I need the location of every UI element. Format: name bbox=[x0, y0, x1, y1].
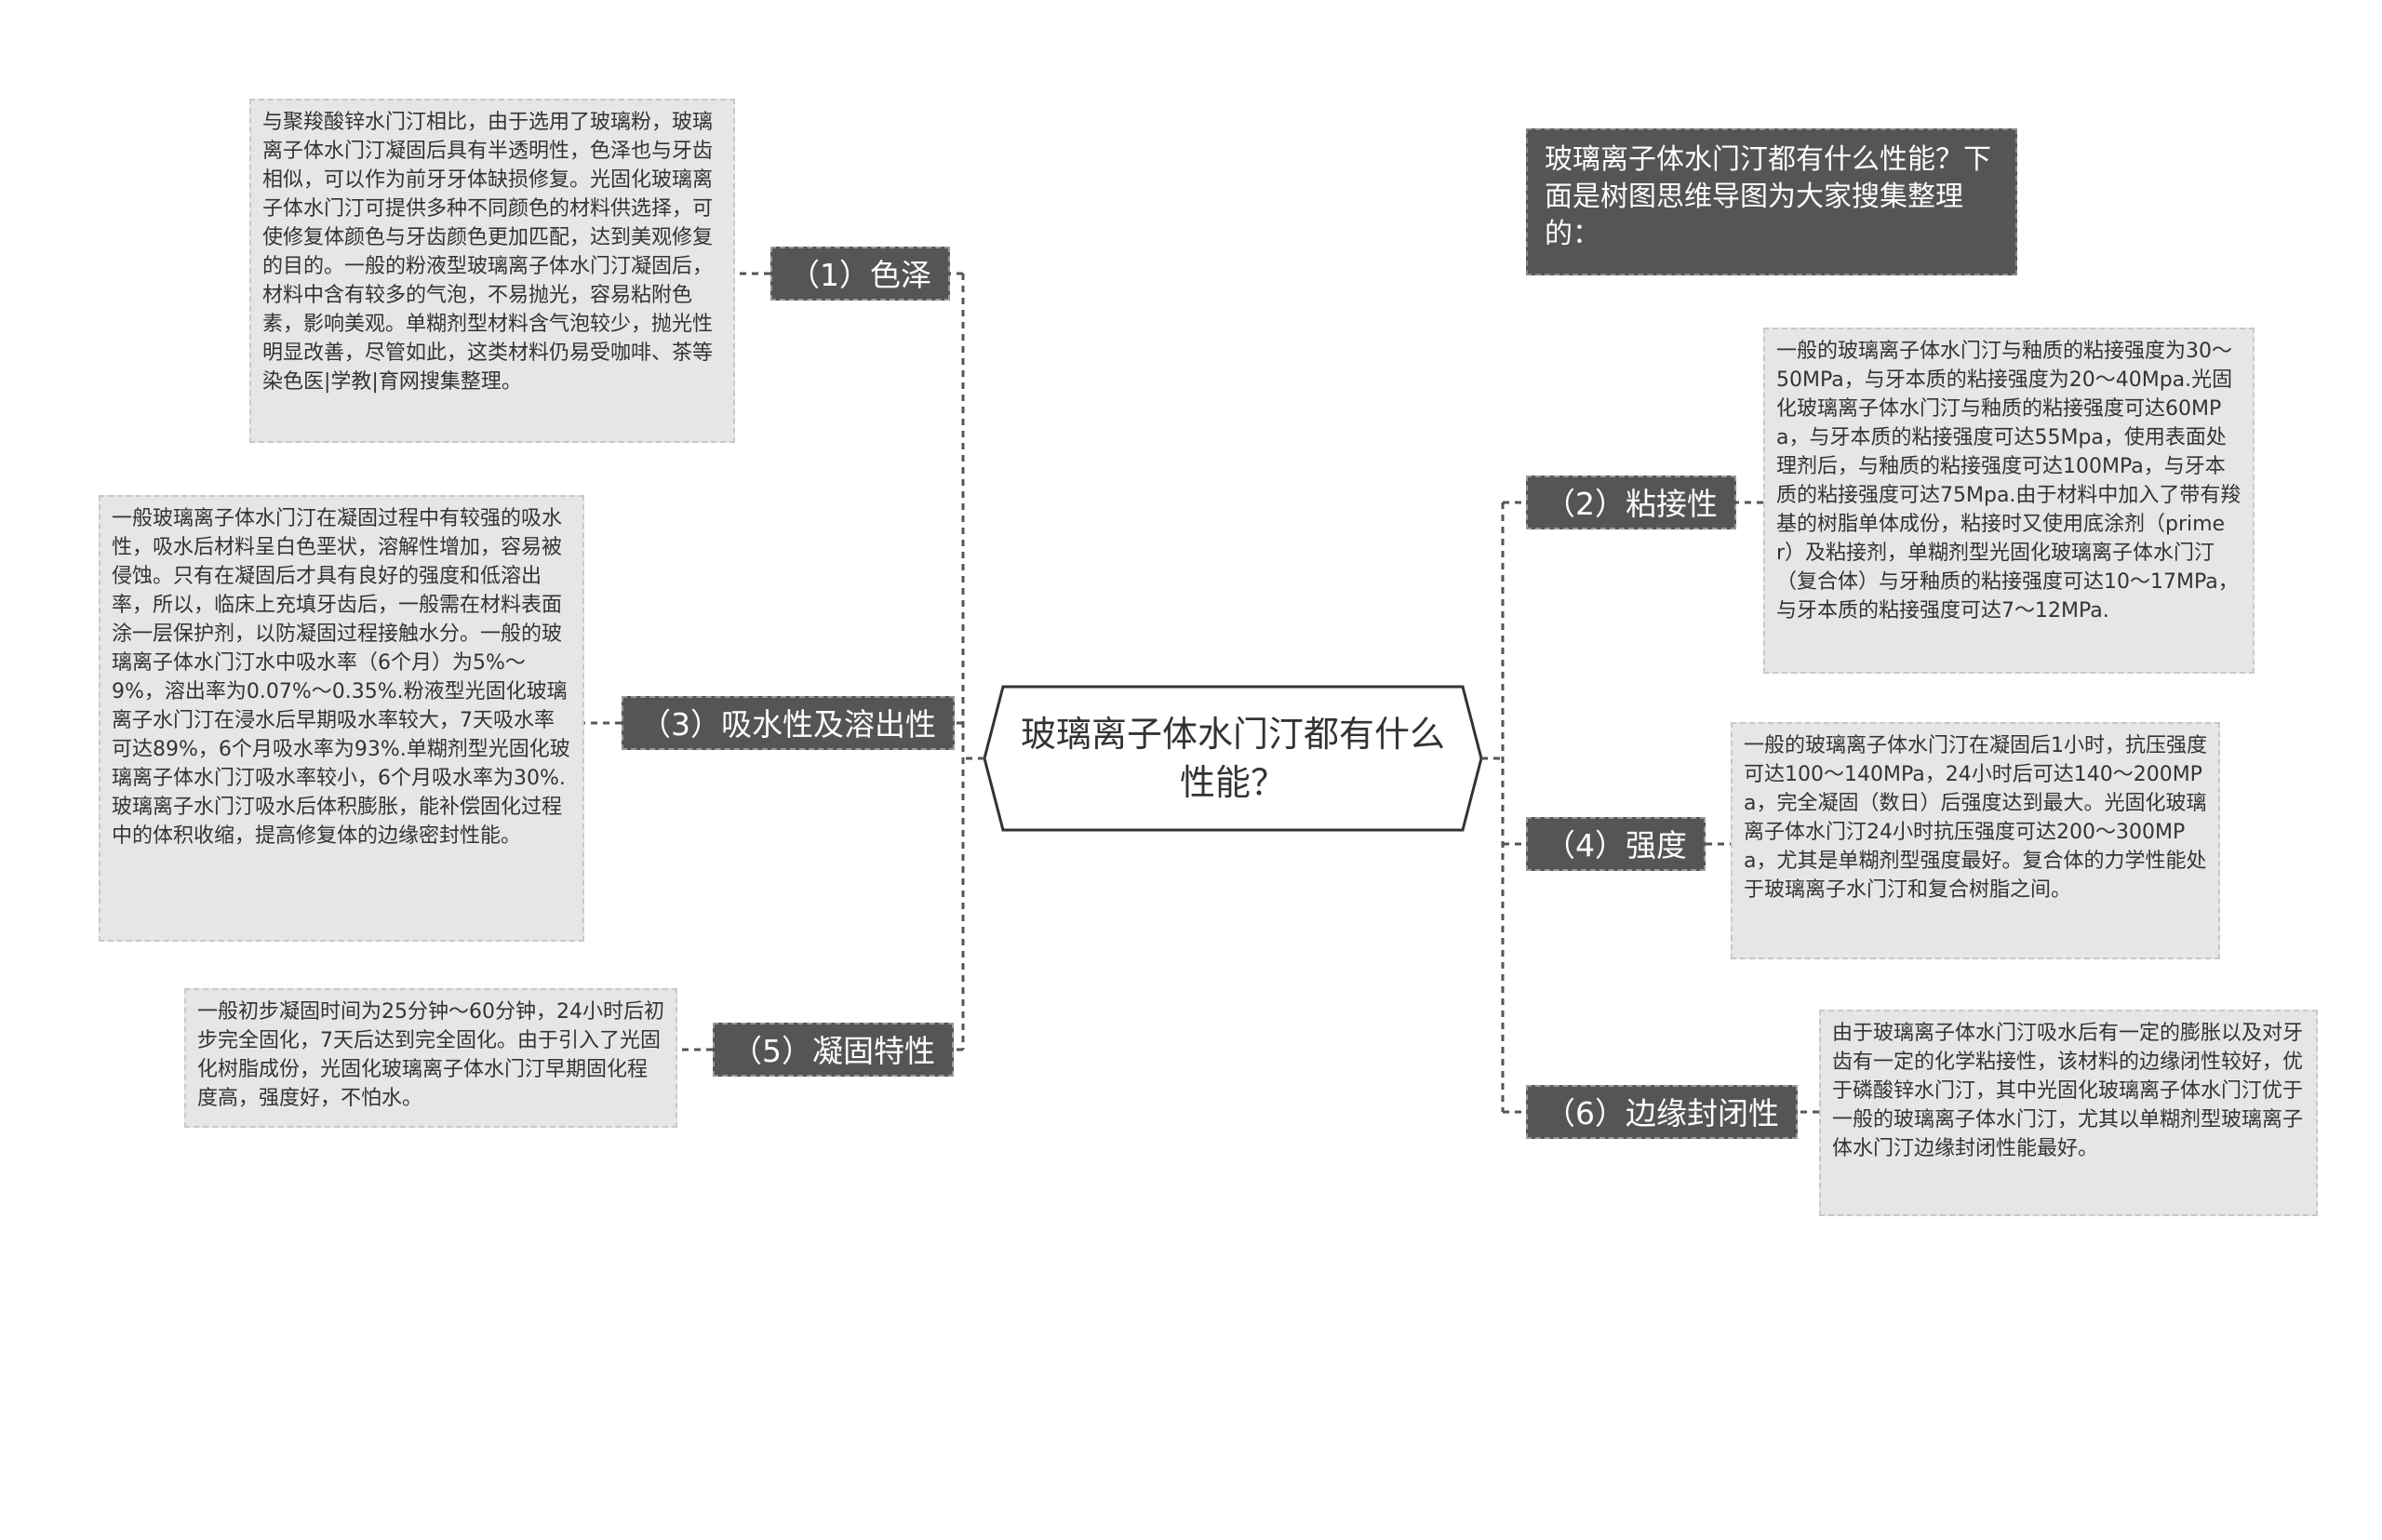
leaf-edge-sealing-detail: 由于玻璃离子体水门汀吸水后有一定的膨胀以及对牙齿有一定的化学粘接性，该材料的边缘… bbox=[1819, 1010, 2318, 1216]
branch-edge-sealing[interactable]: （6）边缘封闭性 bbox=[1526, 1085, 1798, 1139]
leaf-water-absorption-detail: 一般玻璃离子体水门汀在凝固过程中有较强的吸水性，吸水后材料呈白色垩状，溶解性增加… bbox=[99, 495, 584, 942]
branch-water-absorption[interactable]: （3）吸水性及溶出性 bbox=[622, 696, 955, 750]
leaf-color-detail: 与聚羧酸锌水门汀相比，由于选用了玻璃粉，玻璃离子体水门汀凝固后具有半透明性，色泽… bbox=[249, 99, 735, 443]
left-trunk bbox=[961, 274, 984, 1050]
branch-strength[interactable]: （4）强度 bbox=[1526, 817, 1706, 871]
leaf-setting-detail: 一般初步凝固时间为25分钟～60分钟，24小时后初步完全固化，7天后达到完全固化… bbox=[184, 988, 677, 1128]
branch-setting[interactable]: （5）凝固特性 bbox=[713, 1023, 954, 1077]
center-node: 玻璃离子体水门汀都有什么性能？ bbox=[986, 687, 1479, 830]
center-title: 玻璃离子体水门汀都有什么性能？ bbox=[1020, 714, 1445, 803]
intro-node: 玻璃离子体水门汀都有什么性能？下面是树图思维导图为大家搜集整理的： bbox=[1526, 128, 2017, 275]
branch-adhesion[interactable]: （2）粘接性 bbox=[1526, 475, 1736, 529]
leaf-adhesion-detail: 一般的玻璃离子体水门汀与釉质的粘接强度为30～50MPa，与牙本质的粘接强度为2… bbox=[1763, 328, 2255, 674]
branch-color[interactable]: （1）色泽 bbox=[770, 247, 950, 301]
leaf-strength-detail: 一般的玻璃离子体水门汀在凝固后1小时，抗压强度可达100～140MPa，24小时… bbox=[1731, 722, 2220, 959]
